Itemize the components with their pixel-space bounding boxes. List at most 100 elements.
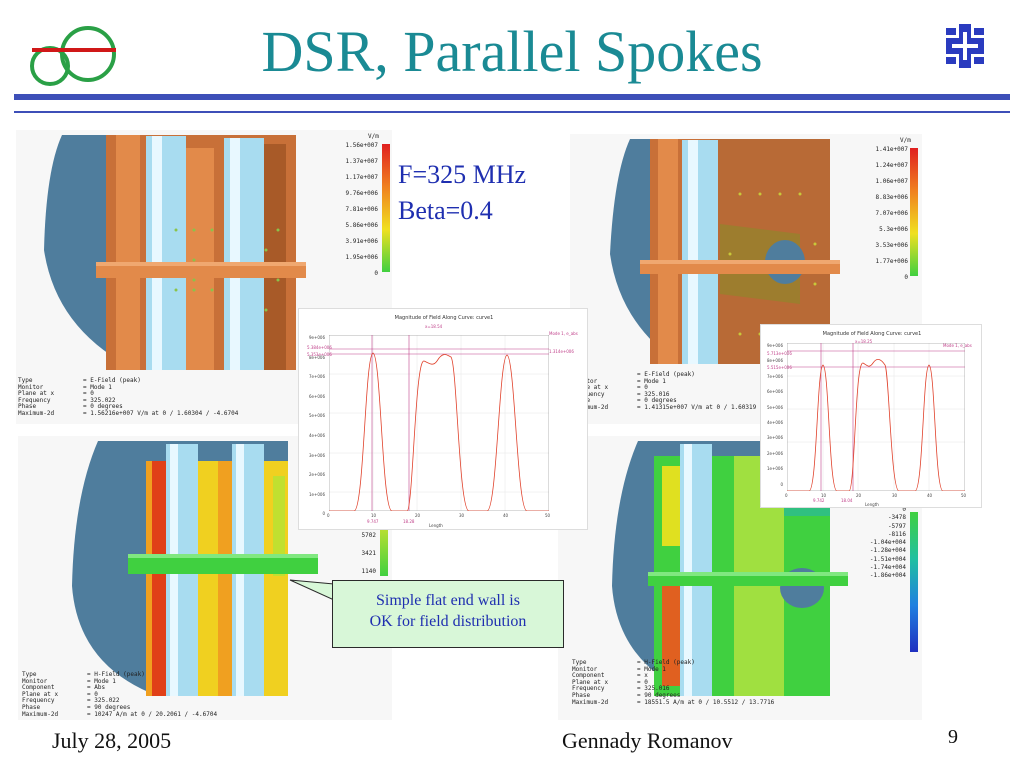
efield-left-scale: 1.56e+007 1.37e+007 1.17e+007 9.76e+006 …	[316, 142, 378, 286]
efield-right-info: Type = E-Field (peak) Monitor = Mode 1 P…	[572, 371, 789, 412]
plot-left-axes	[329, 335, 549, 511]
info-line: Monitor = Mode 1	[22, 677, 116, 685]
info-line: Frequency = 325.022	[18, 396, 116, 404]
info-line: Phase = 90 degrees	[22, 703, 131, 711]
info-line: Type = E-Field (peak)	[18, 377, 141, 384]
frequency-label: F=325 MHz	[398, 160, 527, 189]
plot-y-ticks: 9e+006 8e+006 7e+006 6e+006 5e+006 4e+00…	[299, 335, 325, 519]
y-tick: 6e+006	[309, 393, 325, 399]
hfield-left-render	[72, 441, 318, 696]
y-tick: 8e+006	[767, 358, 783, 364]
page-number: 9	[948, 726, 958, 748]
info-line: Type = H-Field (peak)	[572, 659, 695, 666]
info-line: Frequency = 325.016	[572, 685, 670, 693]
info-line: Monitor = Mode 1	[18, 383, 112, 391]
scale-label: 1.24e+007	[875, 162, 908, 169]
y-tick: 9e+006	[309, 335, 325, 340]
ref-label: 5.515e+006	[767, 365, 792, 370]
scale-label: -1.04e+004	[869, 539, 906, 547]
cursor-label: 18.04	[841, 498, 853, 503]
y-tick: 5e+006	[309, 413, 325, 419]
info-line: Plane at x = 0	[18, 390, 94, 398]
cursor-label: 18.28	[403, 519, 415, 524]
scale-label: 5.3e+006	[879, 226, 908, 233]
plot-title: Magnitude of Field Along Curve: curve1	[394, 315, 494, 321]
cursor-label: 9.747	[367, 519, 379, 524]
y-tick: 7e+006	[767, 373, 783, 379]
hfield-right-scale: 0 -3478 -5797 -8116 -1.04e+004 -1.28e+00…	[854, 506, 906, 581]
x-tick: 30	[892, 493, 898, 498]
x-tick: 40	[927, 493, 933, 498]
scale-label: 1.41e+007	[875, 146, 908, 153]
plot-xlabel: Length	[429, 523, 443, 528]
y-tick: 3e+006	[767, 435, 783, 441]
y-tick: 0	[780, 481, 783, 487]
title-rule-thick	[14, 94, 1010, 100]
info-line: Phase = 90 degrees	[572, 691, 681, 699]
y-tick: 9e+006	[767, 343, 783, 348]
scale-label: 0	[374, 270, 378, 277]
efield-right-unit: V/m	[900, 137, 911, 144]
info-line: Maximum-2d = 18551.5 A/m at 0 / 10.5512 …	[572, 698, 775, 706]
scale-label: -8116	[887, 530, 906, 538]
x-tick: 30	[459, 513, 465, 518]
hfield-left-info: Type = H-Field (peak) Monitor = Mode 1 C…	[22, 671, 282, 718]
plot-right-axes	[787, 343, 965, 491]
plot-legend: Mode 1, e_abs	[549, 331, 578, 336]
efield-left-colorbar	[382, 144, 390, 272]
cursor-label: 9.742	[813, 498, 825, 503]
scale-label: 5702	[361, 532, 376, 539]
x-tick: 10	[371, 513, 377, 518]
scale-label: 9.76e+006	[345, 190, 378, 197]
hfield-left-colorbar	[380, 526, 388, 576]
plot-marker-label: x=18.25	[855, 339, 873, 344]
callout-box: Simple flat end wall is OK for field dis…	[332, 580, 564, 648]
scale-label: -1.74e+004	[869, 564, 906, 572]
hfield-left-scale: 5702 3421 1140	[338, 532, 376, 586]
scale-label: 1.06e+007	[875, 178, 908, 185]
x-tick: 0	[327, 513, 330, 518]
x-tick: 20	[856, 493, 862, 498]
y-tick: 5e+006	[767, 404, 783, 410]
info-line: Maximum-2d = 10247 A/m at 0 / 20.2061 / …	[22, 710, 218, 718]
footer-author: Gennady Romanov	[562, 728, 733, 753]
y-tick: 7e+006	[309, 374, 325, 380]
plot-legend: Mode 1, e_abs	[943, 343, 972, 348]
info-line: Maximum-2d = 1.41315e+007 V/m at 0 / 1.6…	[572, 403, 789, 411]
scale-label: -3478	[887, 514, 906, 522]
x-tick: 50	[961, 493, 967, 498]
y-tick: 2e+006	[309, 472, 325, 478]
plot-xlabel: Length	[865, 502, 879, 507]
y-tick: 0	[322, 511, 325, 517]
ref-label: 5.353e+006	[307, 352, 332, 357]
scale-label: 3.91e+006	[345, 238, 378, 245]
panel-efield-left: V/m 1.56e+007 1.37e+007 1.17e+007 9.76e+…	[16, 130, 392, 424]
ref-label: 5.384e+006	[307, 345, 332, 350]
scale-label: 3421	[361, 550, 376, 557]
fermilab-left-logo	[30, 26, 116, 86]
info-line: Frequency = 325.022	[22, 697, 120, 705]
info-line: Frequency = 325.016	[572, 390, 670, 398]
y-tick: 1e+006	[767, 466, 783, 472]
y-tick: 8e+006	[309, 354, 325, 360]
x-tick: 20	[415, 513, 421, 518]
efield-right-colorbar	[910, 148, 918, 276]
hfield-right-info: Type = H-Field (peak) Monitor = Mode 1 C…	[572, 659, 832, 706]
info-line: Maximum-2d = 1.56216e+007 V/m at 0 / 1.6…	[18, 409, 239, 417]
x-tick: 0	[785, 493, 788, 498]
scale-label: 1140	[361, 568, 376, 575]
plot-title: Magnitude of Field Along Curve: curve1	[822, 331, 922, 337]
callout-line-1: Simple flat end wall is	[376, 592, 520, 609]
scale-label: -1.28e+004	[869, 547, 906, 555]
title-rule-thin	[14, 111, 1010, 113]
scale-label: 3.53e+006	[875, 242, 908, 249]
scale-label: 1.37e+007	[345, 158, 378, 165]
scale-label: 1.95e+006	[345, 254, 378, 261]
info-line: Component = Abs	[22, 684, 106, 692]
scale-label: -1.51e+004	[869, 555, 906, 563]
scale-label: 7.07e+006	[875, 210, 908, 217]
info-line: Monitor = Mode 1	[572, 665, 666, 673]
scale-label: -1.86e+004	[869, 572, 906, 580]
y-tick: 1e+006	[309, 491, 325, 497]
ref-label: 1.314e+006	[549, 349, 574, 354]
